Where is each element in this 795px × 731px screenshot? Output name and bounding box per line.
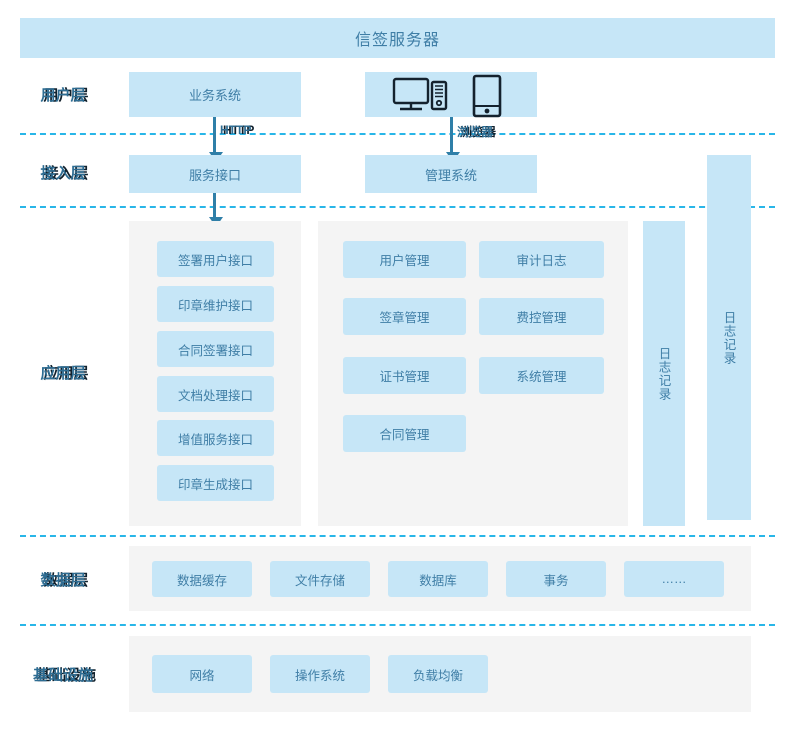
browser-arrow-line [450, 117, 453, 155]
divider-access-app [20, 206, 775, 208]
app-interface-box-1[interactable]: 印章维护接口 [157, 286, 274, 322]
business-system-box[interactable]: 业务系统 [129, 72, 301, 117]
infra-layer-box-1[interactable]: 操作系统 [270, 655, 370, 693]
layer-label-app: 应用层 [40, 365, 86, 382]
app-interface-box-0[interactable]: 签署用户接口 [157, 241, 274, 277]
app-module-box-4[interactable]: 证书管理 [343, 357, 466, 394]
layer-label-access: 接入层 [40, 165, 86, 182]
user-devices-box[interactable] [365, 72, 537, 117]
app-module-box-3[interactable]: 费控管理 [479, 298, 604, 335]
app-interface-box-2[interactable]: 合同签署接口 [157, 331, 274, 367]
layer-label-infra: 基础设施 [32, 667, 93, 684]
service-interface-box[interactable]: 服务接口 [129, 155, 301, 193]
data-layer-box-2[interactable]: 数据库 [388, 561, 488, 597]
data-layer-box-3[interactable]: 事务 [506, 561, 606, 597]
app-module-box-5[interactable]: 系统管理 [479, 357, 604, 394]
app-interface-box-4[interactable]: 增值服务接口 [157, 420, 274, 456]
http-arrow-line [213, 117, 216, 155]
infra-layer-box-2[interactable]: 负载均衡 [388, 655, 488, 693]
divider-user-access [20, 133, 775, 135]
layer-label-user: 用户层 [40, 87, 86, 104]
divider-app-data [20, 535, 775, 537]
app-interface-box-3[interactable]: 文档处理接口 [157, 376, 274, 412]
data-layer-box-1[interactable]: 文件存储 [270, 561, 370, 597]
desktop-computer-icon [392, 76, 450, 114]
log-column-outer: 日志记录 [707, 155, 751, 520]
app-module-box-0[interactable]: 用户管理 [343, 241, 466, 278]
log-column-inner: 日志记录 [643, 221, 685, 526]
app-module-box-6[interactable]: 合同管理 [343, 415, 466, 452]
browser-arrow-label: 浏览器 [457, 125, 494, 139]
divider-data-infra [20, 624, 775, 626]
layer-label-data: 数据层 [40, 572, 86, 589]
app-module-box-2[interactable]: 签章管理 [343, 298, 466, 335]
mobile-phone-icon [470, 74, 504, 118]
service-to-app-arrow-line [213, 193, 216, 221]
app-interface-box-5[interactable]: 印章生成接口 [157, 465, 274, 501]
infra-layer-box-0[interactable]: 网络 [152, 655, 252, 693]
data-layer-box-0[interactable]: 数据缓存 [152, 561, 252, 597]
management-system-box[interactable]: 管理系统 [365, 155, 537, 193]
app-module-box-1[interactable]: 审计日志 [479, 241, 604, 278]
page-title: 信签服务器 [354, 32, 440, 49]
data-layer-box-4[interactable]: …… [624, 561, 724, 597]
http-arrow-label: HTTP [220, 123, 252, 137]
diagram-header-band: 信签服务器 [20, 18, 775, 58]
